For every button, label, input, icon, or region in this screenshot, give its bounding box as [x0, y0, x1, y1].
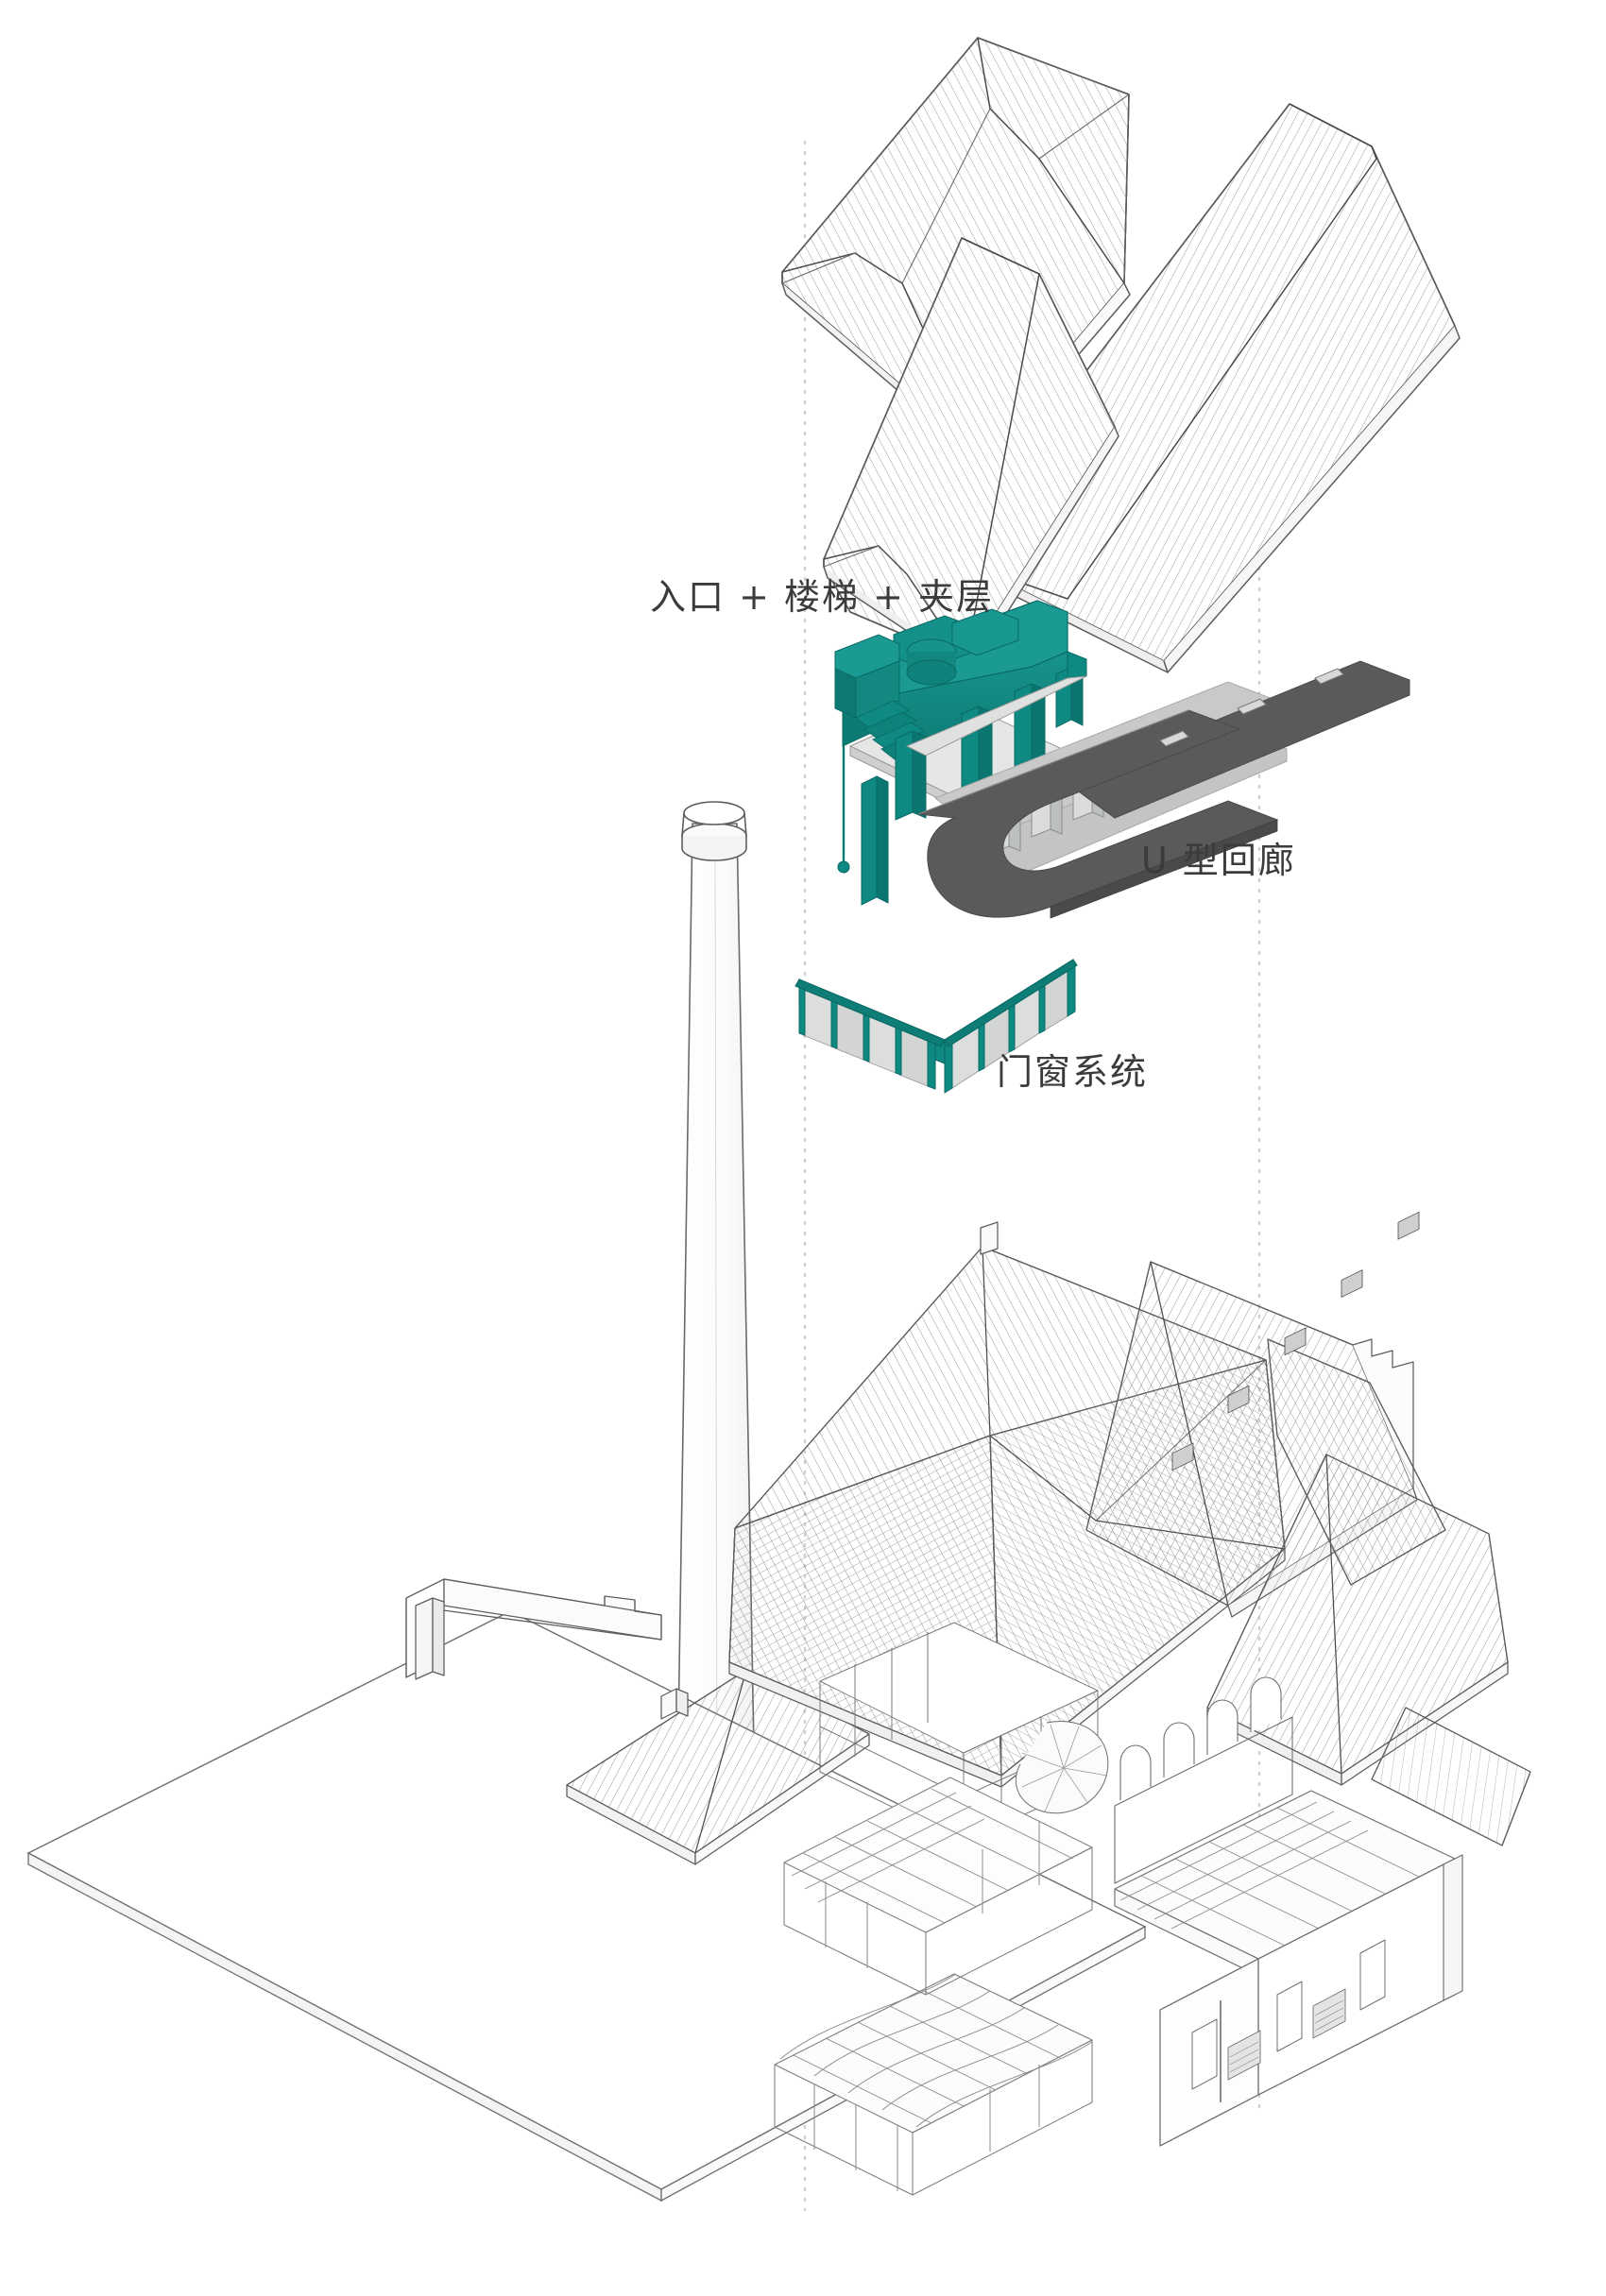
arched-colonnade: [1114, 1676, 1293, 1884]
truss-workshop-mid: [783, 1777, 1093, 1996]
door-window-system-layer: [794, 959, 1078, 1094]
window-wing-right: [944, 959, 1078, 1094]
facade-louvres: [1171, 1211, 1420, 1471]
roof-piece-small-left: [823, 237, 1119, 673]
roof-right-strip: [1267, 1338, 1446, 1586]
facade-grilles: [1227, 1988, 1346, 2081]
lean-to-right: [1371, 1707, 1531, 1846]
corridor-brackets: [1159, 668, 1344, 747]
roof-left-eave: [566, 1669, 870, 1865]
window-wing-left: [794, 978, 946, 1090]
chimney-cap: [681, 801, 747, 861]
factory-hall-right: [1114, 1211, 1463, 2147]
u-corridor-top-slab: [917, 660, 1410, 919]
label-entrance-stair-mezzanine: 入口 + 楼梯 + 夹层: [650, 576, 994, 618]
label-u-corridor: U 型回廊: [1141, 840, 1296, 881]
roof-piece-long-right: [974, 103, 1461, 673]
spiral-stair: [1015, 1721, 1109, 1814]
roof-pieces-layer: [781, 37, 1461, 673]
roof-dormer: [660, 1688, 689, 1720]
u-corridor-layer: [917, 660, 1410, 919]
hanging-rod: [837, 746, 850, 874]
truss-workshop-left: [774, 1973, 1093, 2196]
mezzanine-teal-volume: [834, 600, 1087, 906]
facade-windows: [1191, 1939, 1386, 2090]
mezzanine-rail-beam: [905, 651, 1087, 757]
label-door-window-system: 门窗系统: [997, 1051, 1149, 1093]
courtyard-wall: [405, 1578, 662, 1680]
main-complex-layer: [405, 1211, 1531, 2196]
entrance-stair-mezzanine-layer: [834, 600, 1088, 906]
